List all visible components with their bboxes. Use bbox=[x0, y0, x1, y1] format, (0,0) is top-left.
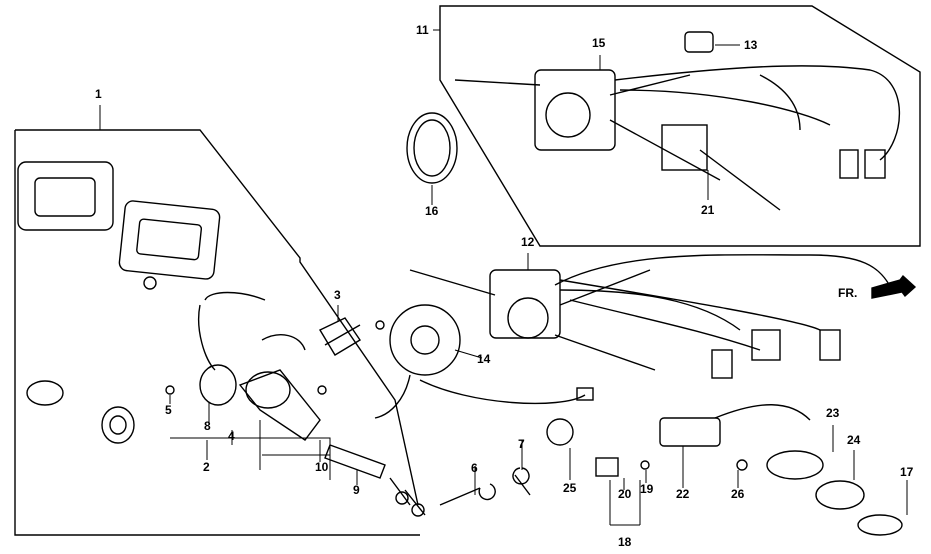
door-handle-inner bbox=[118, 200, 221, 280]
ignition-switch bbox=[199, 364, 237, 406]
clip-25 bbox=[546, 418, 574, 446]
callout-13: 13 bbox=[744, 38, 758, 52]
callout-17: 17 bbox=[900, 465, 914, 479]
callout-26: 26 bbox=[731, 487, 745, 501]
callout-1: 1 bbox=[95, 87, 102, 101]
callout-21: 21 bbox=[701, 203, 715, 217]
upper-right-group-boundary bbox=[439, 5, 921, 247]
callout-11: 11 bbox=[416, 23, 429, 37]
left-group-boundary bbox=[14, 129, 420, 536]
cable-reel bbox=[389, 304, 461, 376]
relay-23 bbox=[766, 450, 824, 480]
callout-22: 22 bbox=[676, 487, 690, 501]
key-cylinder bbox=[324, 444, 386, 479]
callout-2: 2 bbox=[203, 460, 210, 474]
switch-21 bbox=[661, 124, 708, 171]
callout-3: 3 bbox=[334, 288, 341, 302]
callout-4: 4 bbox=[228, 429, 235, 443]
switch-20 bbox=[595, 457, 619, 477]
cancel-sleeve-16 bbox=[406, 112, 458, 184]
callout-12: 12 bbox=[521, 235, 535, 249]
callout-7: 7 bbox=[518, 437, 525, 451]
front-arrow bbox=[871, 274, 917, 299]
bracket-3 bbox=[319, 317, 361, 356]
keys bbox=[389, 477, 426, 516]
lock-cylinder bbox=[101, 406, 135, 444]
callout-24: 24 bbox=[847, 433, 861, 447]
relay-17 bbox=[857, 514, 903, 536]
callout-15: 15 bbox=[592, 36, 606, 50]
front-direction-label: FR. bbox=[838, 286, 858, 300]
callout-16: 16 bbox=[425, 204, 439, 218]
callout-14: 14 bbox=[477, 352, 491, 366]
relay-24 bbox=[815, 480, 865, 510]
callout-19: 19 bbox=[640, 482, 654, 496]
lock-cylinder-left bbox=[26, 380, 64, 406]
callout-9: 9 bbox=[353, 483, 360, 497]
door-handle-outer bbox=[17, 161, 114, 231]
callout-5: 5 bbox=[165, 403, 172, 417]
callout-25: 25 bbox=[563, 481, 577, 495]
switch-22 bbox=[659, 417, 721, 447]
callout-8: 8 bbox=[204, 419, 211, 433]
callout-6: 6 bbox=[471, 461, 478, 475]
callout-20: 20 bbox=[618, 487, 632, 501]
combination-switch-15 bbox=[534, 69, 616, 151]
combination-switch-12 bbox=[489, 269, 561, 339]
key-6 bbox=[439, 483, 496, 506]
clip-13 bbox=[684, 31, 714, 53]
callout-18: 18 bbox=[618, 535, 632, 549]
callout-10: 10 bbox=[315, 460, 329, 474]
callout-23: 23 bbox=[826, 406, 840, 420]
key-7 bbox=[512, 467, 531, 496]
